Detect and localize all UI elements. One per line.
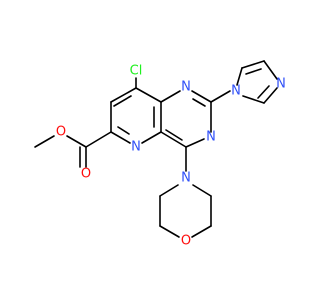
bond-c8-c7 <box>110 87 137 103</box>
bond-c8-c8a <box>135 87 162 103</box>
bond-c6-cester <box>85 131 112 148</box>
bond-c4im-c5im <box>241 60 265 69</box>
bond-n3-c4 <box>185 138 205 148</box>
bond-c4-c4a-double <box>165 129 183 141</box>
bond-c4im-c5im-double <box>245 68 262 75</box>
molecule-svg: Cl N N N N N N O O O <box>34 60 286 249</box>
atom-o-ester: O <box>56 125 66 140</box>
atom-n-morpholine: N <box>181 171 191 186</box>
bond-c2-nim <box>210 90 231 103</box>
bond-cb-omorph <box>159 225 180 238</box>
bond-n3im-c4im <box>263 60 278 80</box>
atom-o-morpholine: O <box>181 234 191 249</box>
atom-labels: Cl N N N N N N O O O <box>56 64 286 249</box>
bond-nim-c2im <box>242 95 265 104</box>
atom-n-upper: N <box>181 80 191 95</box>
bond-oester-methyl <box>34 135 55 148</box>
bonds <box>34 60 278 238</box>
bond-c2im-n3im-double <box>257 85 270 99</box>
bond-c2im-n3im <box>263 87 278 104</box>
bond-cd-nmorph <box>192 184 212 197</box>
bond-nmorph-ca <box>159 184 179 197</box>
bond-c5im-nim <box>236 67 243 86</box>
bond-c8-c7-double <box>113 95 132 107</box>
bond-n1-c2 <box>191 90 212 103</box>
molecule-structure-diagram: Cl N N N N N N O O O <box>34 60 286 249</box>
bond-c6-n5 <box>110 131 131 144</box>
atom-n-imidazole-1: N <box>231 84 241 99</box>
bond-cester-oester <box>66 135 87 148</box>
bond-c6-n5-double <box>117 126 130 135</box>
bond-c4-c4a <box>160 131 187 148</box>
atom-n-lower: N <box>206 130 216 145</box>
atom-n-imidazole-3: N <box>276 77 286 92</box>
atom-n-pyridine: N <box>131 140 141 155</box>
bond-c8a-n1 <box>160 90 181 103</box>
bond-n1-c2-double <box>192 98 206 107</box>
atom-o-carbonyl: O <box>81 167 91 182</box>
bond-omorph-cc <box>191 225 212 238</box>
bond-n5-c4a <box>141 131 162 144</box>
atom-cl: Cl <box>130 64 143 79</box>
